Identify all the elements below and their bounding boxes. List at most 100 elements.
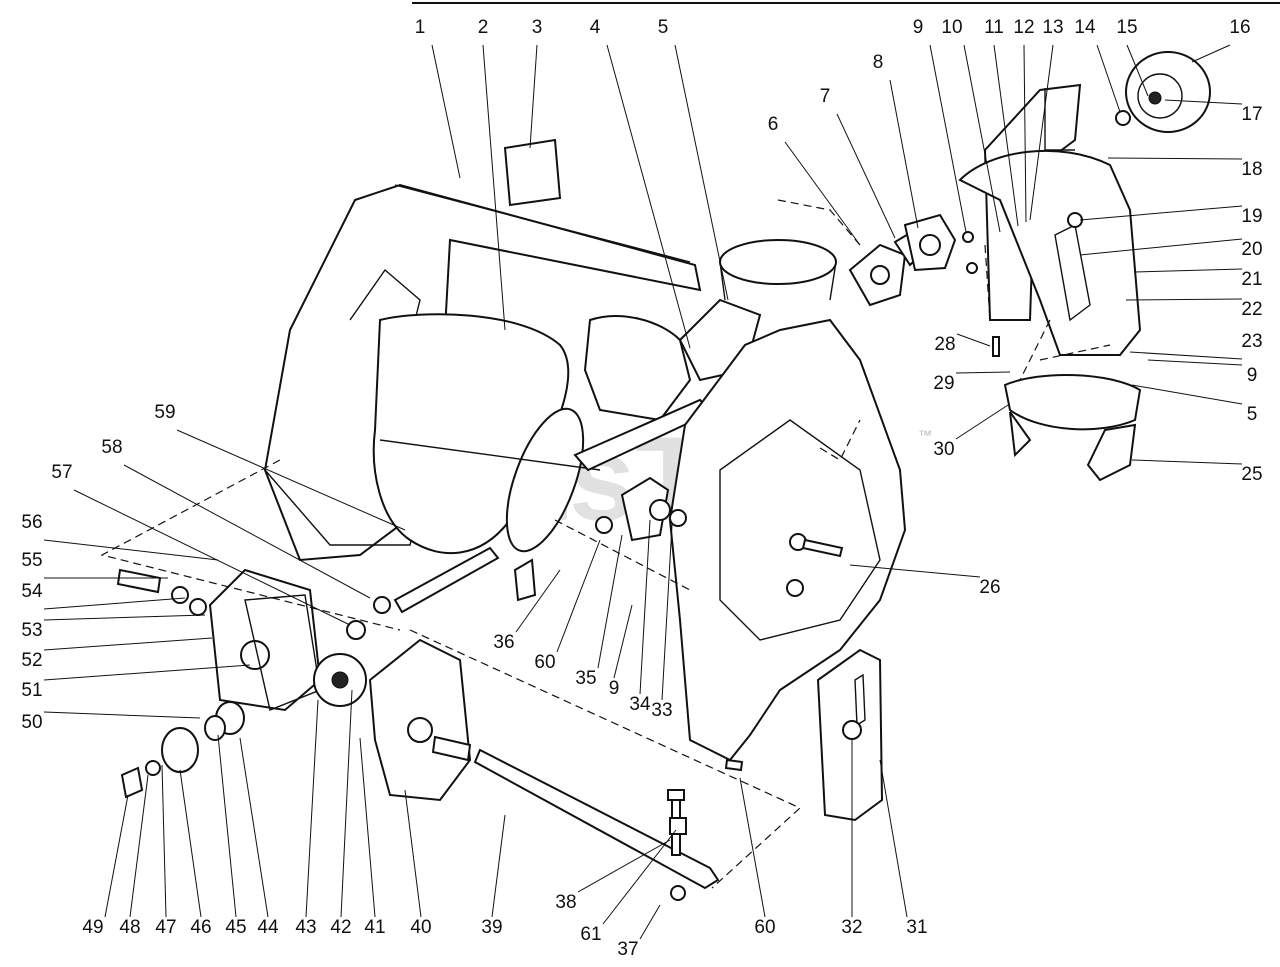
leader-line-8 [889, 79, 919, 229]
leader-line-35 [597, 534, 623, 669]
callout-1: 1 [415, 17, 426, 38]
callout-50: 50 [21, 712, 42, 733]
callout-54: 54 [21, 581, 43, 602]
leader-line-38 [577, 839, 671, 893]
leader-line-53 [43, 614, 206, 621]
callout-59: 59 [154, 402, 175, 423]
callout-26: 26 [979, 577, 1000, 598]
leader-lines [43, 44, 1243, 940]
callout-17: 17 [1241, 104, 1262, 125]
leader-line-52 [43, 637, 213, 651]
callout-15: 15 [1116, 17, 1137, 38]
callout-19: 19 [1241, 206, 1262, 227]
callout-29: 29 [933, 373, 954, 394]
leader-line-49 [104, 794, 129, 918]
leader-line-37 [639, 904, 661, 940]
callout-34: 34 [629, 694, 651, 715]
callout-51: 51 [21, 680, 42, 701]
callout-2: 2 [478, 17, 489, 38]
leader-line-36 [515, 569, 561, 633]
leader-line-13 [1029, 44, 1054, 221]
callout-4: 4 [590, 17, 601, 38]
callout-10: 10 [941, 17, 962, 38]
leader-line-10 [963, 44, 1001, 233]
leader-line-47 [161, 764, 167, 918]
washer-14 [1115, 110, 1131, 126]
callout-49: 49 [82, 917, 103, 938]
callout-9: 9 [913, 17, 924, 38]
leader-line-29 [955, 371, 1011, 374]
auger-housing-right [668, 318, 907, 762]
construction-lines [100, 199, 1111, 889]
pulley [1125, 51, 1211, 133]
leader-line-4 [606, 44, 691, 349]
leader-line-41 [359, 737, 376, 918]
leader-line-34 [639, 519, 651, 695]
parts-artwork [116, 51, 1211, 901]
leader-line-60 [556, 539, 601, 653]
leader-line-61 [602, 829, 677, 925]
callout-40: 40 [410, 917, 431, 938]
leader-line-1 [431, 44, 461, 179]
chute-ring [719, 239, 837, 285]
callout-58: 58 [101, 437, 122, 458]
leader-line-7 [836, 113, 896, 239]
callout-44: 44 [257, 917, 279, 938]
bolt-60 [724, 758, 744, 772]
callout-45: 45 [225, 917, 246, 938]
leader-line-15 [1126, 44, 1149, 97]
leader-line-21 [1133, 268, 1243, 273]
leader-line-60 [739, 777, 766, 918]
callout-14: 14 [1074, 17, 1096, 38]
callout-61: 61 [580, 924, 601, 945]
leader-line-20 [1079, 238, 1243, 256]
callout-7: 7 [820, 86, 831, 107]
leader-line-3 [529, 44, 538, 149]
leader-line-44 [239, 737, 269, 918]
callout-35: 35 [575, 668, 596, 689]
callout-31: 31 [906, 917, 927, 938]
nut-37 [670, 885, 686, 901]
callout-60: 60 [754, 917, 775, 938]
leader-line-58 [123, 464, 371, 599]
callout-32: 32 [841, 917, 862, 938]
chute-ring-30 [1003, 374, 1142, 431]
callout-46: 46 [190, 917, 211, 938]
callout-5: 5 [658, 17, 669, 38]
callout-25: 25 [1241, 464, 1262, 485]
leader-line-42 [340, 689, 353, 918]
leader-line-30 [955, 404, 1009, 440]
callout-8: 8 [873, 52, 884, 73]
callout-16: 16 [1229, 17, 1250, 38]
callout-42: 42 [330, 917, 351, 938]
leader-line-33 [661, 524, 673, 701]
leader-line-46 [179, 769, 202, 918]
leader-line-18 [1107, 157, 1243, 160]
decal [503, 138, 562, 207]
callout-30: 30 [933, 439, 954, 460]
leader-line-9 [613, 604, 633, 679]
callout-41: 41 [364, 917, 385, 938]
leader-line-19 [1079, 205, 1243, 221]
callout-13: 13 [1042, 17, 1063, 38]
callout-43: 43 [295, 917, 316, 938]
callout-21: 21 [1241, 269, 1262, 290]
callout-5: 5 [1247, 404, 1258, 425]
leader-line-16 [1191, 44, 1231, 63]
callout-12: 12 [1013, 17, 1034, 38]
callout-22: 22 [1241, 299, 1262, 320]
callout-60: 60 [534, 652, 555, 673]
leader-line-39 [491, 814, 506, 918]
callout-9: 9 [1247, 365, 1258, 386]
leader-line-25 [1131, 459, 1243, 465]
callout-57: 57 [51, 462, 72, 483]
leader-line-56 [43, 539, 219, 561]
callout-36: 36 [493, 632, 514, 653]
leader-line-6 [784, 141, 861, 246]
leader-line-59 [176, 429, 406, 531]
callout-47: 47 [155, 917, 176, 938]
leader-line-5 [674, 44, 729, 301]
